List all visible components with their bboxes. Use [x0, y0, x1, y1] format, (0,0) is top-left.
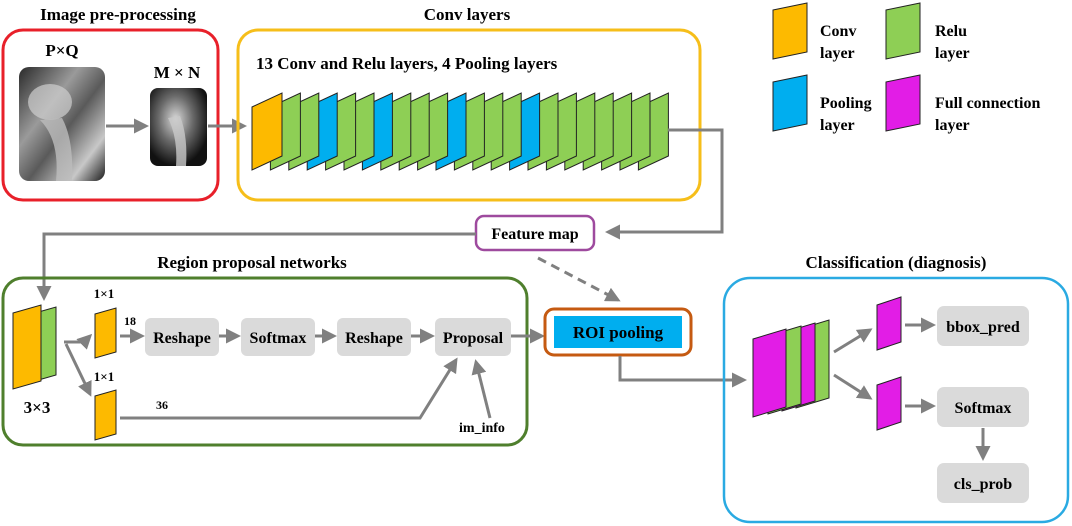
- proposal-label: Proposal: [443, 330, 504, 347]
- feature-map-label: Feature map: [491, 226, 578, 243]
- rpn-softmax-label: Softmax: [250, 330, 307, 347]
- legend-pool-line1: Pooling: [820, 95, 872, 112]
- arrow-to-reg-branch: [64, 343, 92, 397]
- rpn-reg-conv: [94, 389, 117, 441]
- cls-prob-box: [937, 463, 1029, 503]
- im-info-label: im_info: [459, 421, 505, 436]
- label-1x1-top: 1×1: [94, 286, 114, 301]
- conv-stack-conv-layer: [251, 92, 283, 171]
- classification-box: [722, 276, 1070, 524]
- reshape2-label: Reshape: [345, 330, 403, 347]
- classification-title: Classification (diagnosis): [806, 253, 987, 272]
- legend-relu-line1: Relu: [935, 23, 967, 40]
- label-pq: P×Q: [45, 41, 78, 60]
- legend-conv-line2: layer: [820, 45, 855, 62]
- legend-swatch-fc: [885, 74, 921, 132]
- conv-layers-box: [236, 28, 702, 202]
- label-18: 18: [124, 314, 136, 328]
- proposal-box: [435, 318, 511, 356]
- arrow-feature-to-roi: [537, 256, 621, 302]
- rpn-conv-layer: [12, 304, 42, 390]
- conv-caption: 13 Conv and Relu layers, 4 Pooling layer…: [256, 54, 558, 73]
- legend-conv-line1: Conv: [820, 23, 856, 40]
- arrow-reg-to-proposal: [120, 357, 458, 420]
- conv-layer-stack: [251, 92, 669, 171]
- label-36: 36: [156, 398, 168, 412]
- cls-softmax-box: [937, 387, 1029, 427]
- cls-fc-layer: [876, 376, 902, 431]
- preprocessing-title: Image pre-processing: [40, 5, 196, 24]
- bbox-pred-box: [937, 306, 1029, 346]
- legend: Conv layer Relu layer Pooling layer Full…: [772, 2, 1040, 134]
- roi-pooling-fill: [554, 316, 682, 348]
- rpn-box: [1, 276, 529, 447]
- arrow-roi-to-fc: [618, 356, 747, 388]
- legend-relu-line2: layer: [935, 45, 970, 62]
- legend-fc-line2: layer: [935, 117, 970, 134]
- rpn-softmax-box: [241, 318, 315, 356]
- bbox-pred-label: bbox_pred: [946, 319, 1020, 336]
- arrow-to-cls-fc: [833, 373, 873, 400]
- roi-pooling-label: ROI pooling: [573, 323, 664, 342]
- reshape1-box: [145, 318, 219, 356]
- legend-swatch-relu: [885, 2, 921, 60]
- legend-swatch-pool: [772, 74, 808, 132]
- preprocessing-box: [1, 28, 220, 202]
- xray-image-large: [19, 67, 105, 181]
- label-1x1-bottom: 1×1: [94, 369, 114, 384]
- label-mn: M × N: [154, 63, 201, 82]
- fc-stack: [752, 319, 830, 418]
- legend-swatch-conv: [772, 2, 808, 60]
- cls-softmax-label: Softmax: [955, 400, 1012, 417]
- conv-layers-title: Conv layers: [424, 5, 511, 24]
- legend-fc-line1: Full connection: [935, 95, 1040, 112]
- arrow-to-cls-branch: [64, 333, 93, 350]
- legend-pool-line2: layer: [820, 117, 855, 134]
- reshape2-box: [337, 318, 411, 356]
- xray-image-small: [150, 88, 207, 166]
- arrow-to-bbox-fc: [833, 328, 873, 354]
- arrow-iminfo-to-proposal: [471, 359, 492, 419]
- bbox-fc-layer: [876, 296, 902, 351]
- label-3x3: 3×3: [24, 398, 51, 417]
- reshape1-label: Reshape: [153, 330, 211, 347]
- cls-prob-label: cls_prob: [954, 476, 1012, 493]
- rpn-cls-conv: [94, 307, 117, 359]
- rpn-title: Region proposal networks: [157, 253, 347, 272]
- arrow-conv-to-feature: [605, 128, 724, 240]
